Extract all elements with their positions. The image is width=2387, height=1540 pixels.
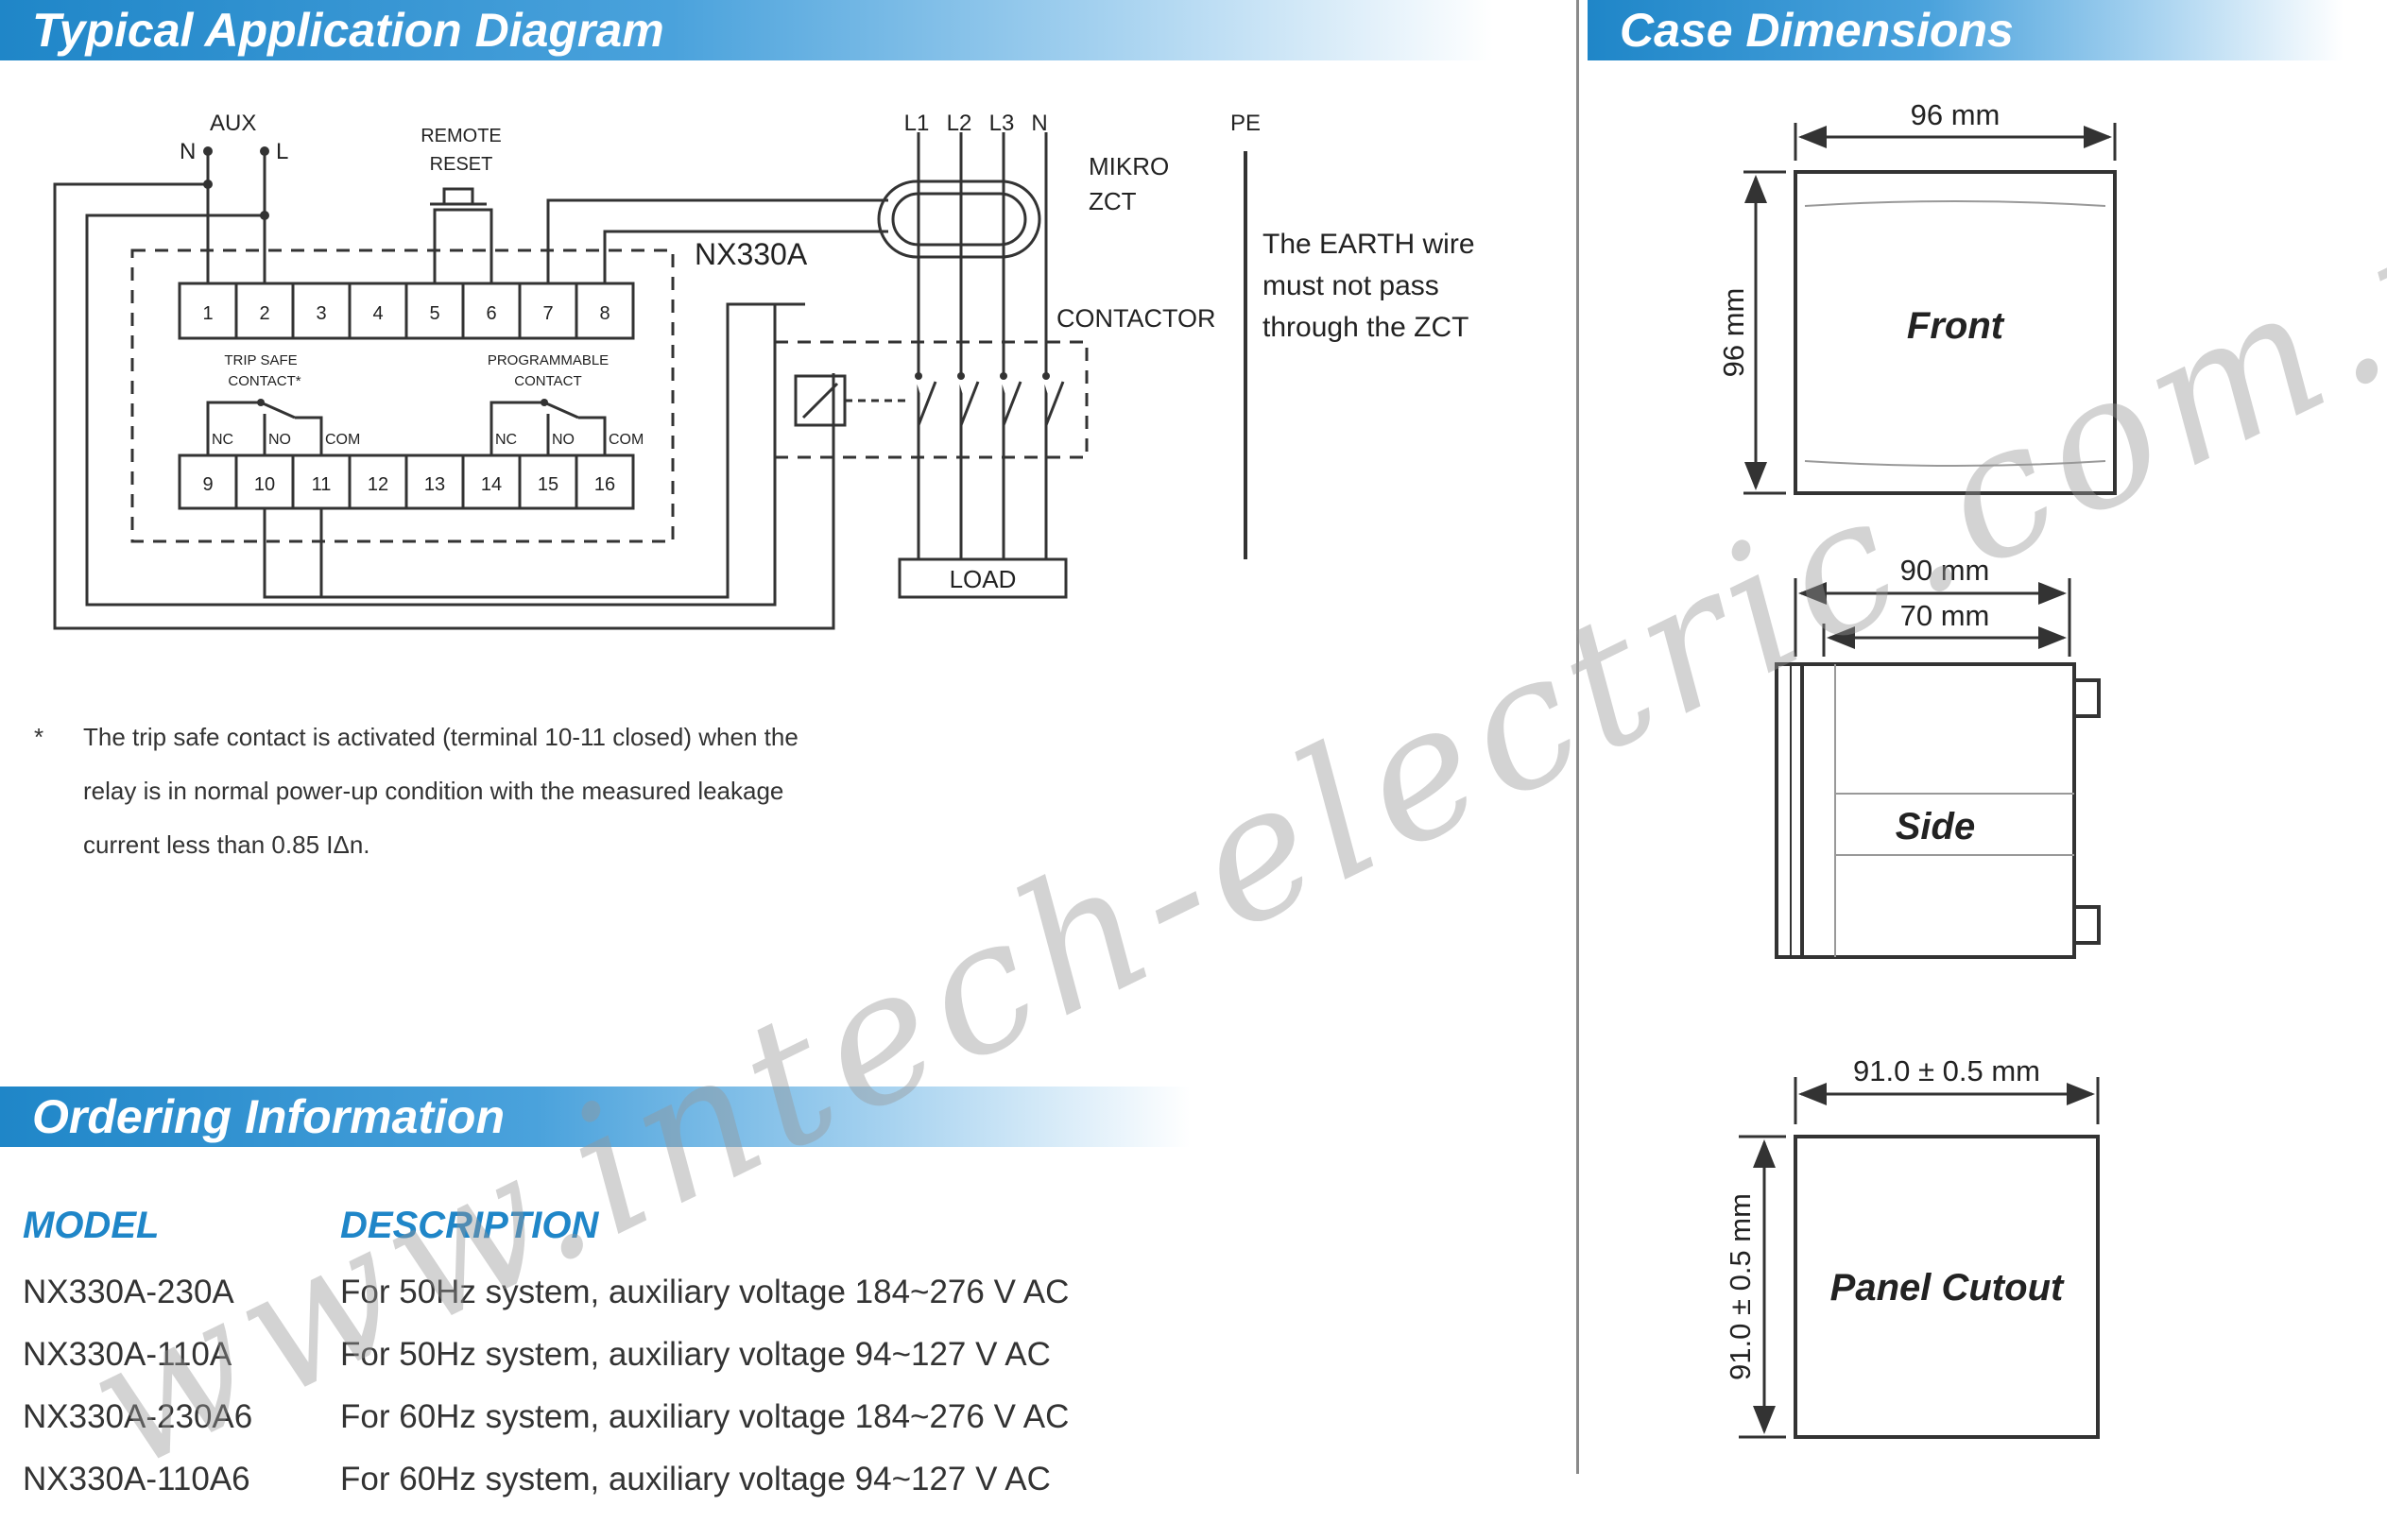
- label-l2: L2: [947, 111, 972, 136]
- label-contactor: CONTACTOR: [1056, 304, 1216, 333]
- label-n-phase: N: [1031, 111, 1047, 136]
- table-row: NX330A-230A For 50Hz system, auxiliary v…: [23, 1261, 1191, 1324]
- model-cell: NX330A-110A: [23, 1336, 232, 1373]
- label-l1: L1: [904, 111, 930, 136]
- label-load: LOAD: [950, 565, 1017, 593]
- terminal-label: 9: [202, 474, 213, 495]
- description-cell: For 50Hz system, auxiliary voltage 184~2…: [340, 1274, 1070, 1310]
- earth-note-line3: through the ZCT: [1262, 312, 1468, 343]
- section-title-ordering: Ordering Information: [0, 1087, 1191, 1147]
- terminal-label: 1: [202, 303, 213, 324]
- contactor-outline: [773, 340, 1089, 459]
- wiring-diagram: AUX N L REMOTE RESET NX330A 1 2 3 4 5 6 …: [53, 111, 1475, 630]
- label-reset: RESET: [430, 154, 493, 175]
- terminal-label: 11: [312, 474, 332, 495]
- terminal-label: 16: [594, 474, 615, 495]
- module-outline: [130, 248, 675, 543]
- label-programmable: PROGRAMMABLE: [488, 352, 609, 368]
- terminal-label: 8: [599, 303, 610, 324]
- label-zct: ZCT: [1089, 187, 1137, 215]
- label-trip-safe: TRIP SAFE: [224, 352, 297, 368]
- label-com: COM: [325, 432, 360, 448]
- front-width-label: 96 mm: [1911, 98, 2001, 131]
- label-mikro: MIKRO: [1089, 152, 1169, 180]
- description-cell: For 50Hz system, auxiliary voltage 94~12…: [340, 1336, 1051, 1373]
- front-label: Front: [1907, 305, 2005, 347]
- panel-cutout-view: [1794, 1135, 2100, 1439]
- terminal-label: 5: [429, 303, 439, 324]
- label-l: L: [276, 139, 288, 164]
- terminal-label: 7: [542, 303, 553, 324]
- label-l3: L3: [989, 111, 1015, 136]
- label-pe: PE: [1230, 111, 1261, 136]
- terminal-label: 12: [368, 474, 388, 495]
- cutout-width-label: 91.0 ± 0.5 mm: [1853, 1054, 2040, 1087]
- label-no: NO: [552, 432, 575, 448]
- ordering-table: MODEL DESCRIPTION NX330A-230A For 50Hz s…: [23, 1205, 1191, 1511]
- earth-note-line1: The EARTH wire: [1262, 229, 1475, 260]
- label-no: NO: [268, 432, 291, 448]
- load-box: [898, 557, 1068, 599]
- description-cell: For 60Hz system, auxiliary voltage 94~12…: [340, 1461, 1051, 1497]
- table-row: NX330A-110A For 50Hz system, auxiliary v…: [23, 1324, 1191, 1386]
- label-nc: NC: [495, 432, 517, 448]
- model-cell: NX330A-230A6: [23, 1398, 253, 1435]
- terminal-label: 6: [486, 303, 496, 324]
- label-trip-safe-contact: CONTACT*: [228, 373, 301, 389]
- terminal-label: 2: [259, 303, 269, 324]
- vertical-divider: [1576, 0, 1579, 1474]
- label-aux: AUX: [210, 111, 256, 136]
- ordering-header-row: MODEL DESCRIPTION: [23, 1205, 1191, 1261]
- table-row: NX330A-110A6 For 60Hz system, auxiliary …: [23, 1448, 1191, 1511]
- earth-note-line2: must not pass: [1262, 270, 1439, 301]
- model-cell: NX330A-110A6: [23, 1461, 250, 1497]
- side-label: Side: [1896, 806, 1975, 847]
- zct-ring: [877, 180, 1041, 259]
- terminal-label: 15: [538, 474, 558, 495]
- terminal-label: 10: [254, 474, 275, 495]
- description-column-header: DESCRIPTION: [340, 1205, 599, 1246]
- terminal-label: 4: [372, 303, 383, 324]
- panel-cutout-label: Panel Cutout: [1830, 1267, 2065, 1309]
- section-title-case-dimensions: Case Dimensions: [1588, 0, 2344, 60]
- label-model: NX330A: [695, 237, 808, 271]
- section-title-application: Typical Application Diagram: [0, 0, 1493, 60]
- trip-safe-footnote: The trip safe contact is activated (term…: [83, 723, 799, 859]
- front-height-label: 96 mm: [1717, 288, 1750, 378]
- cutout-height-label: 91.0 ± 0.5 mm: [1724, 1193, 1757, 1380]
- model-cell: NX330A-230A: [23, 1274, 234, 1310]
- label-com: COM: [609, 432, 644, 448]
- model-column-header: MODEL: [23, 1205, 160, 1246]
- label-n: N: [180, 139, 196, 164]
- terminal-label: 14: [481, 474, 502, 495]
- description-cell: For 60Hz system, auxiliary voltage 184~2…: [340, 1398, 1070, 1435]
- label-remote: REMOTE: [421, 126, 502, 146]
- terminal-label: 3: [316, 303, 326, 324]
- label-nc: NC: [212, 432, 233, 448]
- terminal-label: 13: [424, 474, 445, 495]
- table-row: NX330A-230A6 For 60Hz system, auxiliary …: [23, 1386, 1191, 1448]
- label-programmable-contact: CONTACT: [514, 373, 581, 389]
- footnote-marker: *: [34, 723, 44, 751]
- side-view: [1800, 662, 2076, 959]
